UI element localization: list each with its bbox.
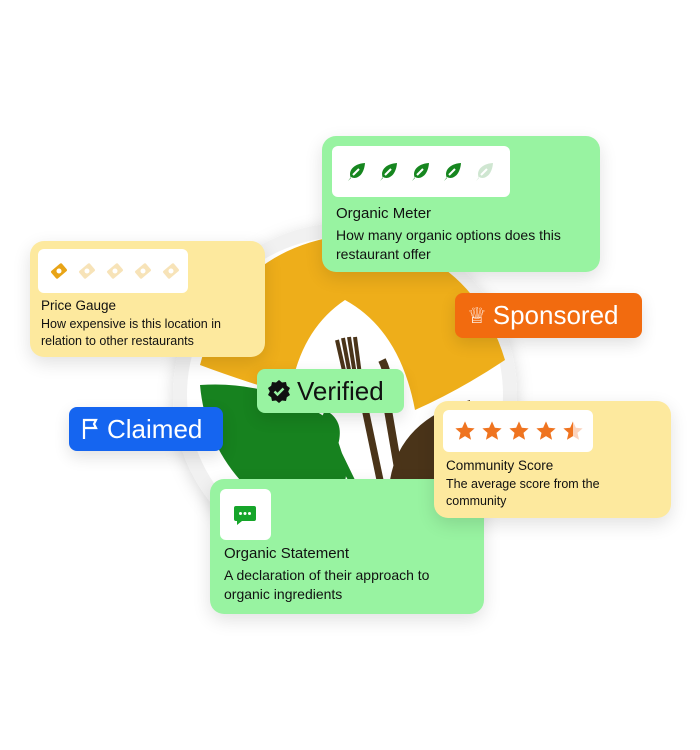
verified-badge: Verified <box>257 369 404 413</box>
money-icon-empty <box>135 263 151 279</box>
leaf-icon-filled <box>412 162 429 181</box>
claimed-label: Claimed <box>107 413 203 444</box>
verified-label: Verified <box>297 375 384 406</box>
price-gauge-card: Price Gauge How expensive is this locati… <box>30 241 265 357</box>
money-icon-filled <box>51 263 67 279</box>
leaf-icon-filled <box>444 162 461 181</box>
price-gauge-title: Price Gauge <box>41 298 117 313</box>
community-score-rating <box>443 410 593 452</box>
star-icon-filled <box>455 421 475 440</box>
claimed-badge: Claimed <box>69 407 223 451</box>
price-gauge-rating <box>38 249 188 293</box>
organic-meter-description: How many organic options does this resta… <box>336 227 561 262</box>
price-gauge-description: How expensive is this location in relati… <box>41 317 221 348</box>
leaf-icon-empty <box>476 162 493 181</box>
star-icon-half <box>563 421 583 440</box>
flag-icon <box>82 418 98 439</box>
star-icon-filled <box>509 421 529 440</box>
organic-meter-card: Organic Meter How many organic options d… <box>322 136 600 272</box>
leaf-icon-filled <box>348 162 365 181</box>
crown-icon: ♕ <box>467 302 487 328</box>
organic-meter-rating <box>332 146 510 197</box>
community-score-description: The average score from the community <box>446 477 600 508</box>
chat-bubble-icon <box>234 505 256 525</box>
star-icon-filled <box>536 421 556 440</box>
money-icon-empty <box>107 263 123 279</box>
money-icon-empty <box>79 263 95 279</box>
sponsored-badge: ♕ Sponsored <box>455 293 642 338</box>
community-score-title: Community Score <box>446 458 554 473</box>
organic-statement-title: Organic Statement <box>224 545 350 562</box>
money-icon-empty <box>163 263 179 279</box>
leaf-icon-filled <box>380 162 397 181</box>
organic-statement-description: A declaration of their approach to organ… <box>224 567 430 602</box>
sponsored-label: Sponsored <box>492 300 619 330</box>
verified-check-icon <box>268 380 290 403</box>
star-icon-filled <box>482 421 502 440</box>
organic-meter-title: Organic Meter <box>336 205 432 222</box>
community-score-card: Community Score The average score from t… <box>434 401 671 518</box>
organic-statement-icon-box <box>220 489 271 540</box>
